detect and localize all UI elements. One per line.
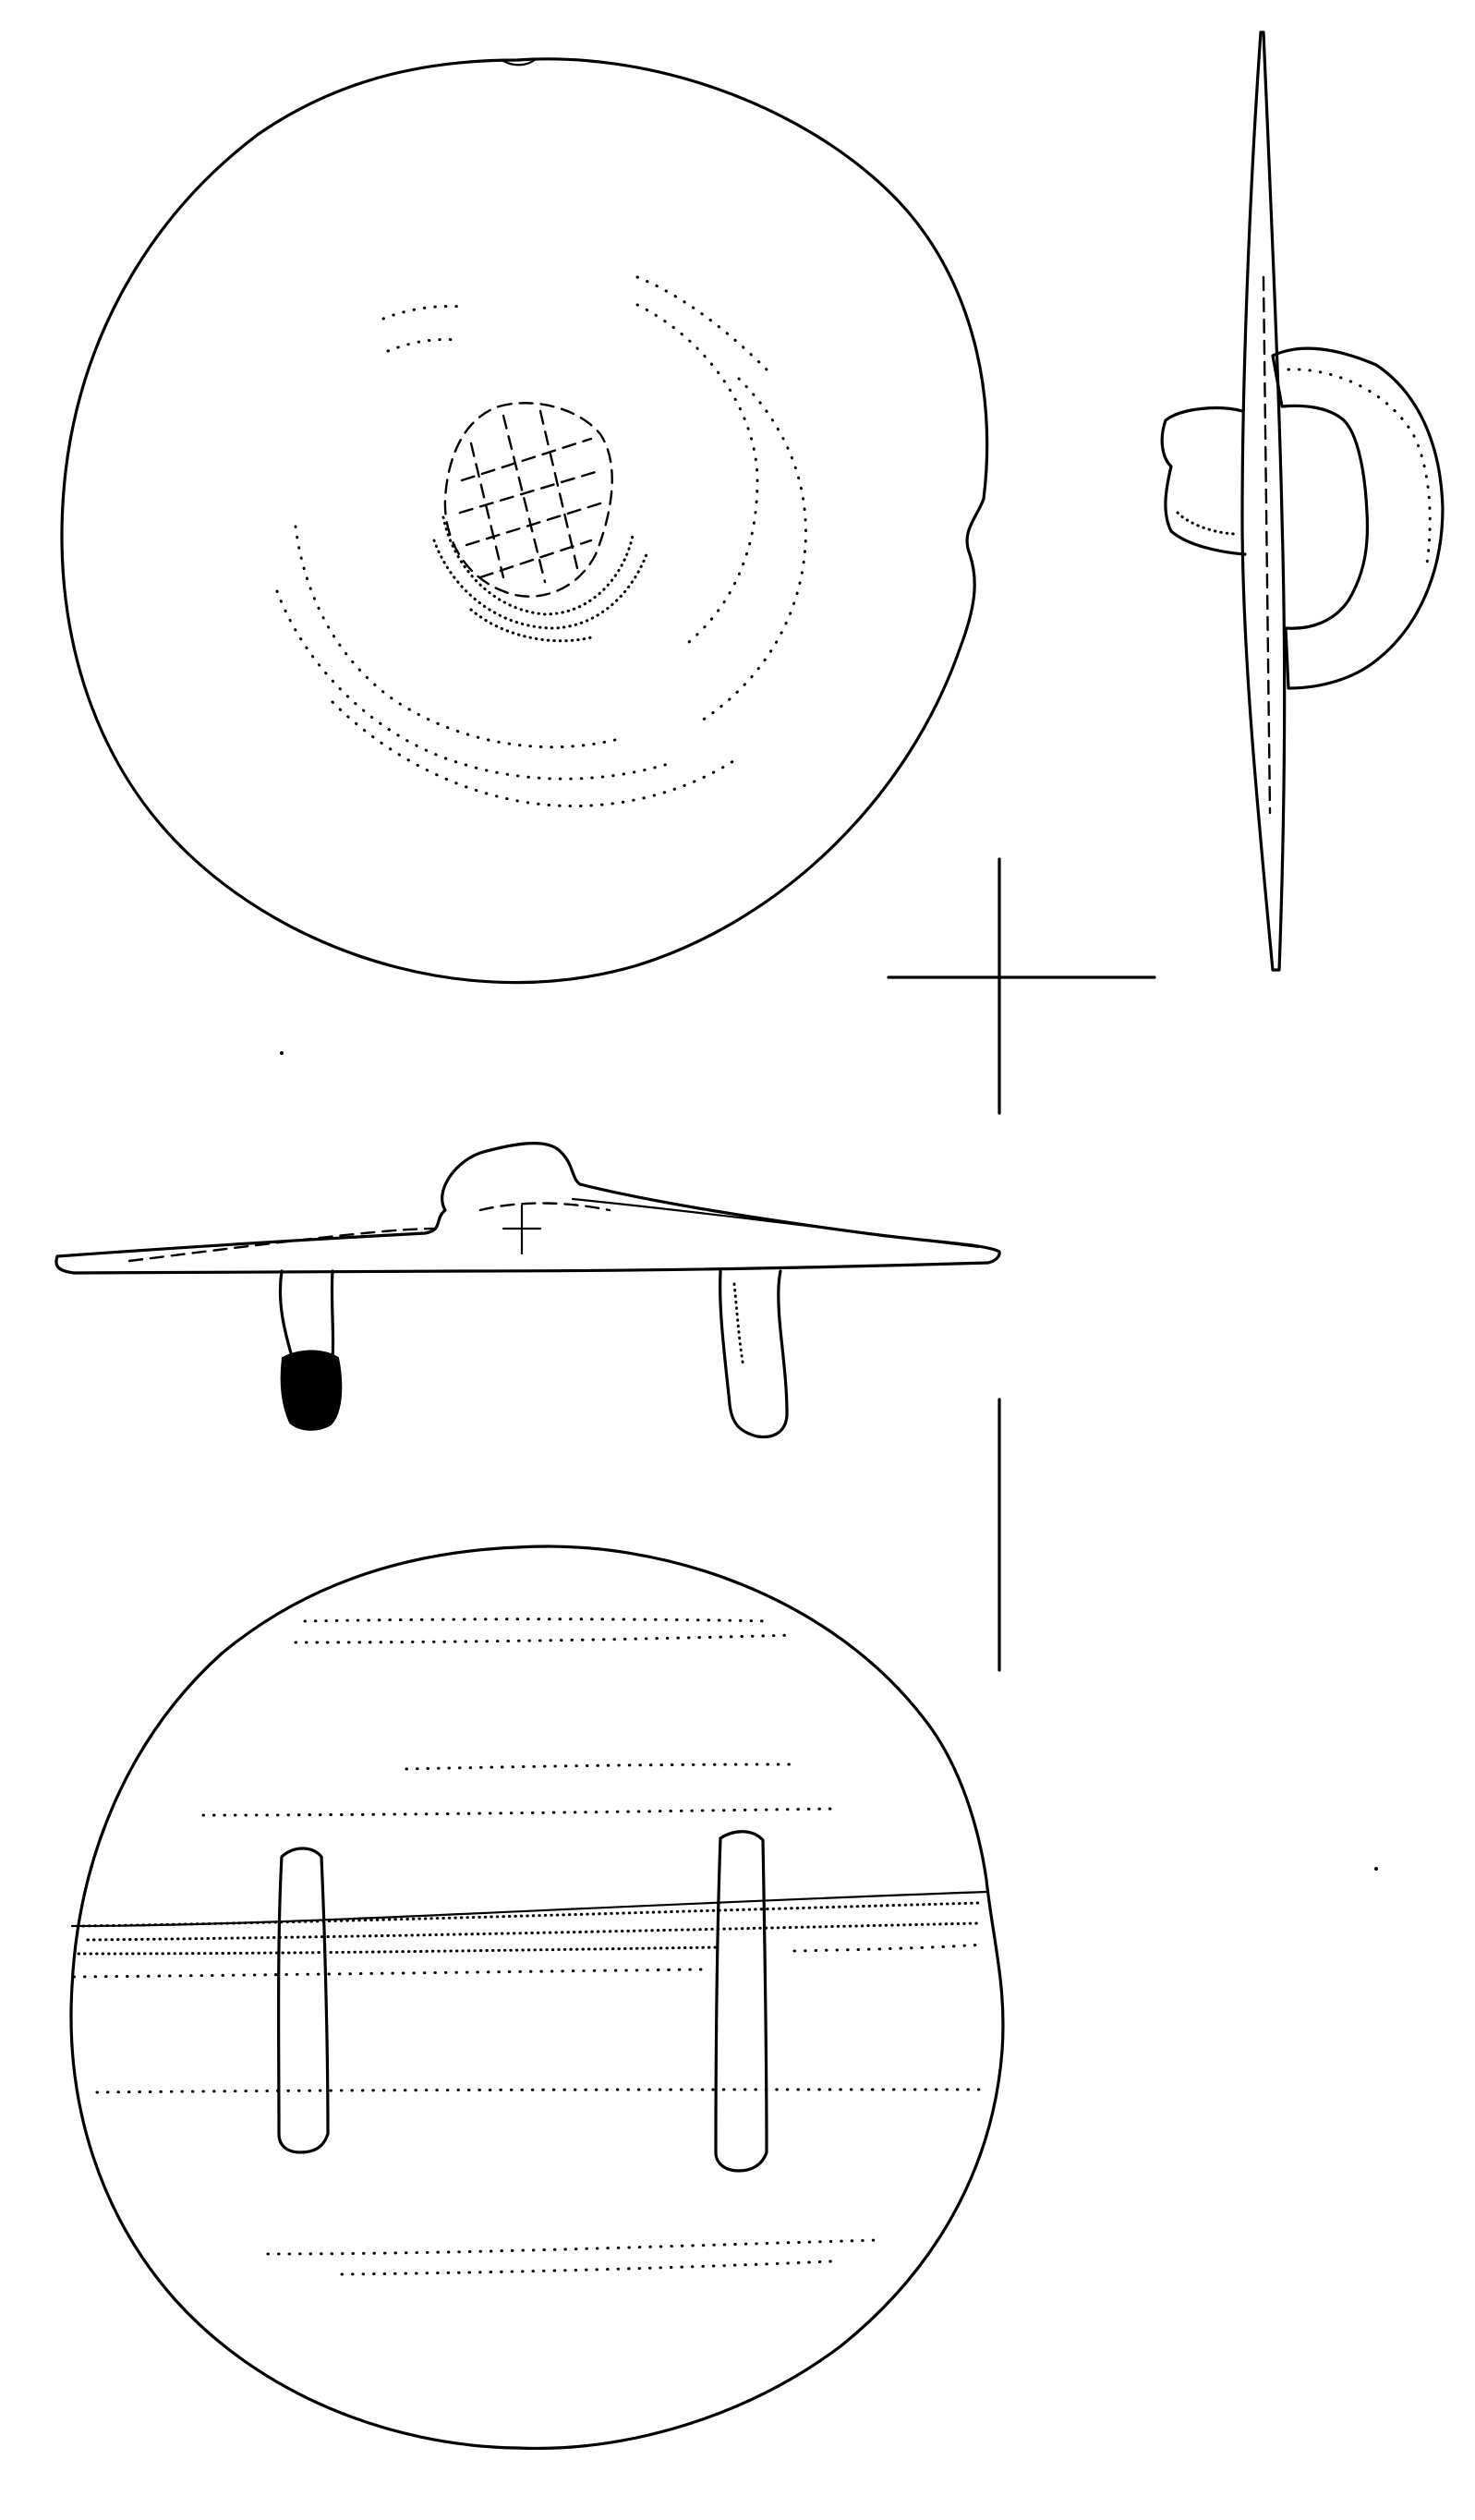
edge-profile-pin-stub xyxy=(1160,406,1247,556)
speck xyxy=(280,1051,284,1055)
back-stipple-bands xyxy=(72,1617,990,2276)
side-profile-view xyxy=(54,1141,1001,1439)
side-profile-top-line xyxy=(571,1197,981,1249)
boss-outline xyxy=(443,402,613,598)
edge-profile-catch-inner xyxy=(1287,368,1432,565)
back-pin-slot-right xyxy=(714,1830,768,2173)
back-view xyxy=(69,1545,1005,2451)
front-rim-notch xyxy=(502,57,538,67)
edge-profile-stub-stipple xyxy=(1176,511,1239,536)
edge-profile-centerline xyxy=(1262,275,1272,815)
edge-profile-view xyxy=(1160,30,1445,972)
edge-profile-catch xyxy=(1271,346,1445,690)
front-view xyxy=(60,57,989,985)
back-disc-outline xyxy=(69,1545,1005,2451)
boss-crosshatch xyxy=(458,409,602,584)
side-profile-pin-tip xyxy=(280,1350,343,1431)
boss-stipple xyxy=(432,515,648,643)
side-profile-catch-right xyxy=(719,1269,789,1439)
speck xyxy=(1374,1867,1378,1871)
back-pin-slot-left xyxy=(277,1847,330,2154)
front-concentric-stipple xyxy=(275,275,807,808)
side-profile-inner-line xyxy=(127,1227,436,1263)
edge-profile-plate xyxy=(1240,30,1287,972)
front-disc-outline xyxy=(60,57,989,985)
side-profile-catch-stipple xyxy=(732,1282,745,1369)
scale-cross xyxy=(887,857,1156,1115)
back-seam-line xyxy=(70,1890,988,1928)
